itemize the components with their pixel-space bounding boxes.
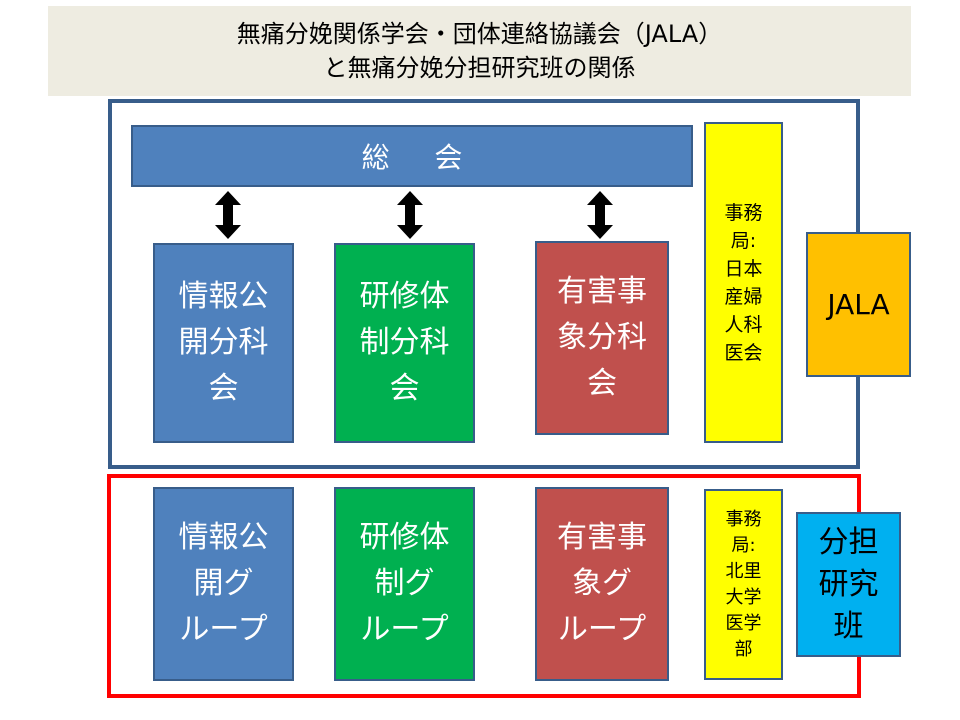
subcommittee-line: 情報公	[178, 279, 269, 314]
subcommittee-line: 開分科	[178, 325, 269, 360]
secretariat-line: 部	[734, 638, 753, 660]
secretariat-line: 医学	[725, 612, 762, 634]
group-line: 情報公	[178, 520, 269, 555]
subcommittee-line: 象分科	[557, 320, 647, 355]
group-line: ループ	[360, 612, 449, 647]
secretariat-line: 日本	[724, 257, 763, 280]
group-training-system: 研修体 制グ ループ	[334, 487, 475, 681]
double-arrow-icon	[397, 191, 423, 239]
research-group-label-box: 分担 研究 班	[796, 512, 901, 657]
research-group-label-line: 研究	[818, 566, 879, 602]
research-group-label-line: 分担	[818, 524, 879, 560]
group-information-disclosure: 情報公 開グ ループ	[153, 487, 294, 681]
group-adverse-events: 有害事 象グ ループ	[535, 487, 669, 681]
secretariat-line: 事務	[725, 508, 762, 530]
subcommittee-line: 会	[587, 366, 617, 401]
title-line-2: と無痛分娩分担研究班の関係	[323, 54, 636, 82]
subcommittee-adverse-events: 有害事 象分科 会	[535, 241, 669, 435]
group-line: 象グ	[572, 566, 632, 601]
secretariat-line: 医会	[724, 341, 763, 364]
secretariat-line: 産婦	[724, 285, 763, 308]
secretariat-line: 局:	[730, 229, 757, 252]
subcommittee-line: 会	[389, 371, 420, 406]
double-arrow-icon	[215, 191, 241, 239]
subcommittee-training-system: 研修体 制分科 会	[334, 243, 475, 443]
secretariat-line: 人科	[724, 313, 763, 336]
group-line: ループ	[179, 612, 268, 647]
diagram-title: 無痛分娩関係学会・団体連絡協議会（JALA） と無痛分娩分担研究班の関係	[48, 6, 911, 96]
secretariat-line: 局:	[731, 534, 756, 556]
group-line: 研修体	[359, 520, 450, 555]
secretariat-line: 大学	[725, 586, 762, 608]
jala-label-box: JALA	[806, 232, 911, 377]
subcommittee-line: 制分科	[359, 325, 450, 360]
group-line: 有害事	[557, 520, 647, 555]
secretariat-line: 北里	[725, 560, 762, 582]
research-group-label-line: 班	[833, 608, 864, 644]
subcommittee-line: 研修体	[359, 279, 450, 314]
jala-label: JALA	[827, 288, 890, 321]
general-assembly-label: 総会	[361, 141, 508, 174]
subcommittee-information-disclosure: 情報公 開分科 会	[153, 243, 294, 443]
jala-secretariat: 事務 局: 日本 産婦 人科 医会	[704, 122, 783, 443]
group-line: ループ	[557, 612, 647, 647]
group-line: 開グ	[193, 566, 254, 601]
secretariat-line: 事務	[724, 201, 763, 224]
general-assembly-box: 総会	[131, 125, 693, 187]
research-secretariat: 事務 局: 北里 大学 医学 部	[704, 489, 783, 680]
subcommittee-line: 会	[208, 371, 239, 406]
double-arrow-icon	[587, 191, 613, 239]
group-line: 制グ	[374, 566, 435, 601]
subcommittee-line: 有害事	[557, 274, 647, 309]
title-line-1: 無痛分娩関係学会・団体連絡協議会（JALA）	[236, 20, 723, 48]
